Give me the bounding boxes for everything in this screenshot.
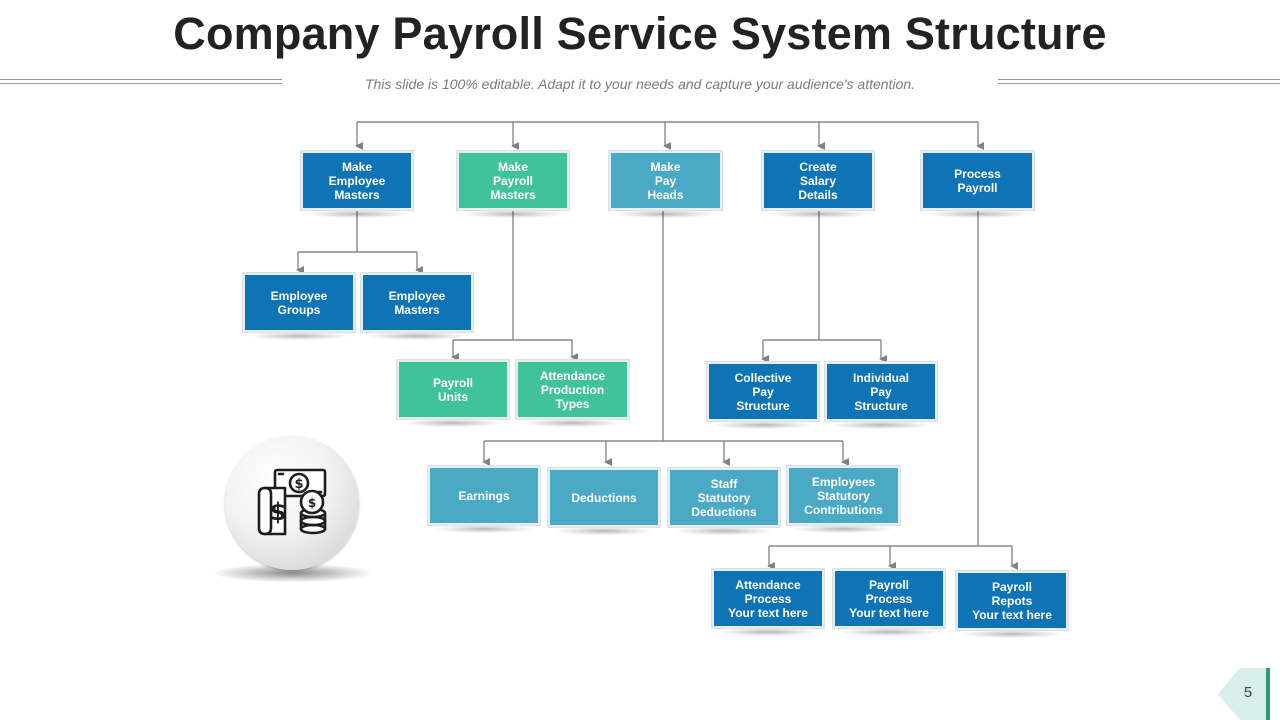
box-shadow bbox=[833, 421, 929, 429]
box-shadow bbox=[436, 525, 532, 533]
box-shadow bbox=[771, 210, 867, 218]
node-collective-pay-structure: Collective Pay Structure bbox=[707, 362, 819, 421]
box-shadow bbox=[930, 210, 1026, 218]
node-employee-groups: Employee Groups bbox=[243, 273, 355, 332]
node-employees-statutory-contributions: Employees Statutory Contributions bbox=[787, 466, 900, 525]
slide-title: Company Payroll Service System Structure bbox=[173, 8, 1107, 59]
box-shadow bbox=[720, 628, 816, 636]
page-number-tab bbox=[1218, 668, 1270, 720]
node-create-salary-details: Create Salary Details bbox=[762, 151, 874, 210]
box-shadow bbox=[251, 332, 347, 340]
svg-text:$: $ bbox=[270, 498, 287, 526]
node-attendance-production-types: Attendance Production Types bbox=[516, 360, 629, 419]
node-deductions: Deductions bbox=[548, 468, 660, 527]
box-shadow bbox=[841, 628, 937, 636]
node-attendance-process: Attendance Process Your text here bbox=[712, 569, 824, 628]
box-shadow bbox=[369, 332, 465, 340]
box-shadow bbox=[617, 210, 713, 218]
node-staff-statutory-deductions: Staff Statutory Deductions bbox=[668, 468, 780, 527]
node-make-pay-heads: Make Pay Heads bbox=[609, 151, 722, 210]
money-coins-icon: $ $ $ bbox=[225, 436, 359, 570]
node-payroll-units: Payroll Units bbox=[397, 360, 509, 419]
node-make-payroll-masters: Make Payroll Masters bbox=[457, 151, 569, 210]
title-rule-right bbox=[998, 79, 1280, 84]
node-process-payroll: Process Payroll bbox=[921, 151, 1034, 210]
node-earnings: Earnings bbox=[428, 466, 540, 525]
node-make-employee-masters: Make Employee Masters bbox=[301, 151, 413, 210]
node-payroll-repots: Payroll Repots Your text here bbox=[956, 571, 1068, 630]
box-shadow bbox=[715, 421, 811, 429]
node-payroll-process: Payroll Process Your text here bbox=[833, 569, 945, 628]
box-shadow bbox=[465, 210, 561, 218]
box-shadow bbox=[676, 527, 772, 535]
box-shadow bbox=[795, 525, 891, 533]
box-shadow bbox=[310, 210, 406, 218]
svg-text:$: $ bbox=[294, 477, 303, 492]
page-number: 5 bbox=[1243, 684, 1253, 701]
box-shadow bbox=[964, 630, 1060, 638]
box-shadow bbox=[556, 527, 652, 535]
svg-text:$: $ bbox=[308, 496, 316, 510]
node-individual-pay-structure: Individual Pay Structure bbox=[825, 362, 937, 421]
node-employee-masters: Employee Masters bbox=[361, 273, 473, 332]
slide-subtitle: This slide is 100% editable. Adapt it to… bbox=[364, 76, 916, 92]
title-rule-left bbox=[0, 79, 282, 84]
icon-shadow bbox=[215, 564, 370, 582]
box-shadow bbox=[524, 419, 620, 427]
box-shadow bbox=[405, 419, 501, 427]
